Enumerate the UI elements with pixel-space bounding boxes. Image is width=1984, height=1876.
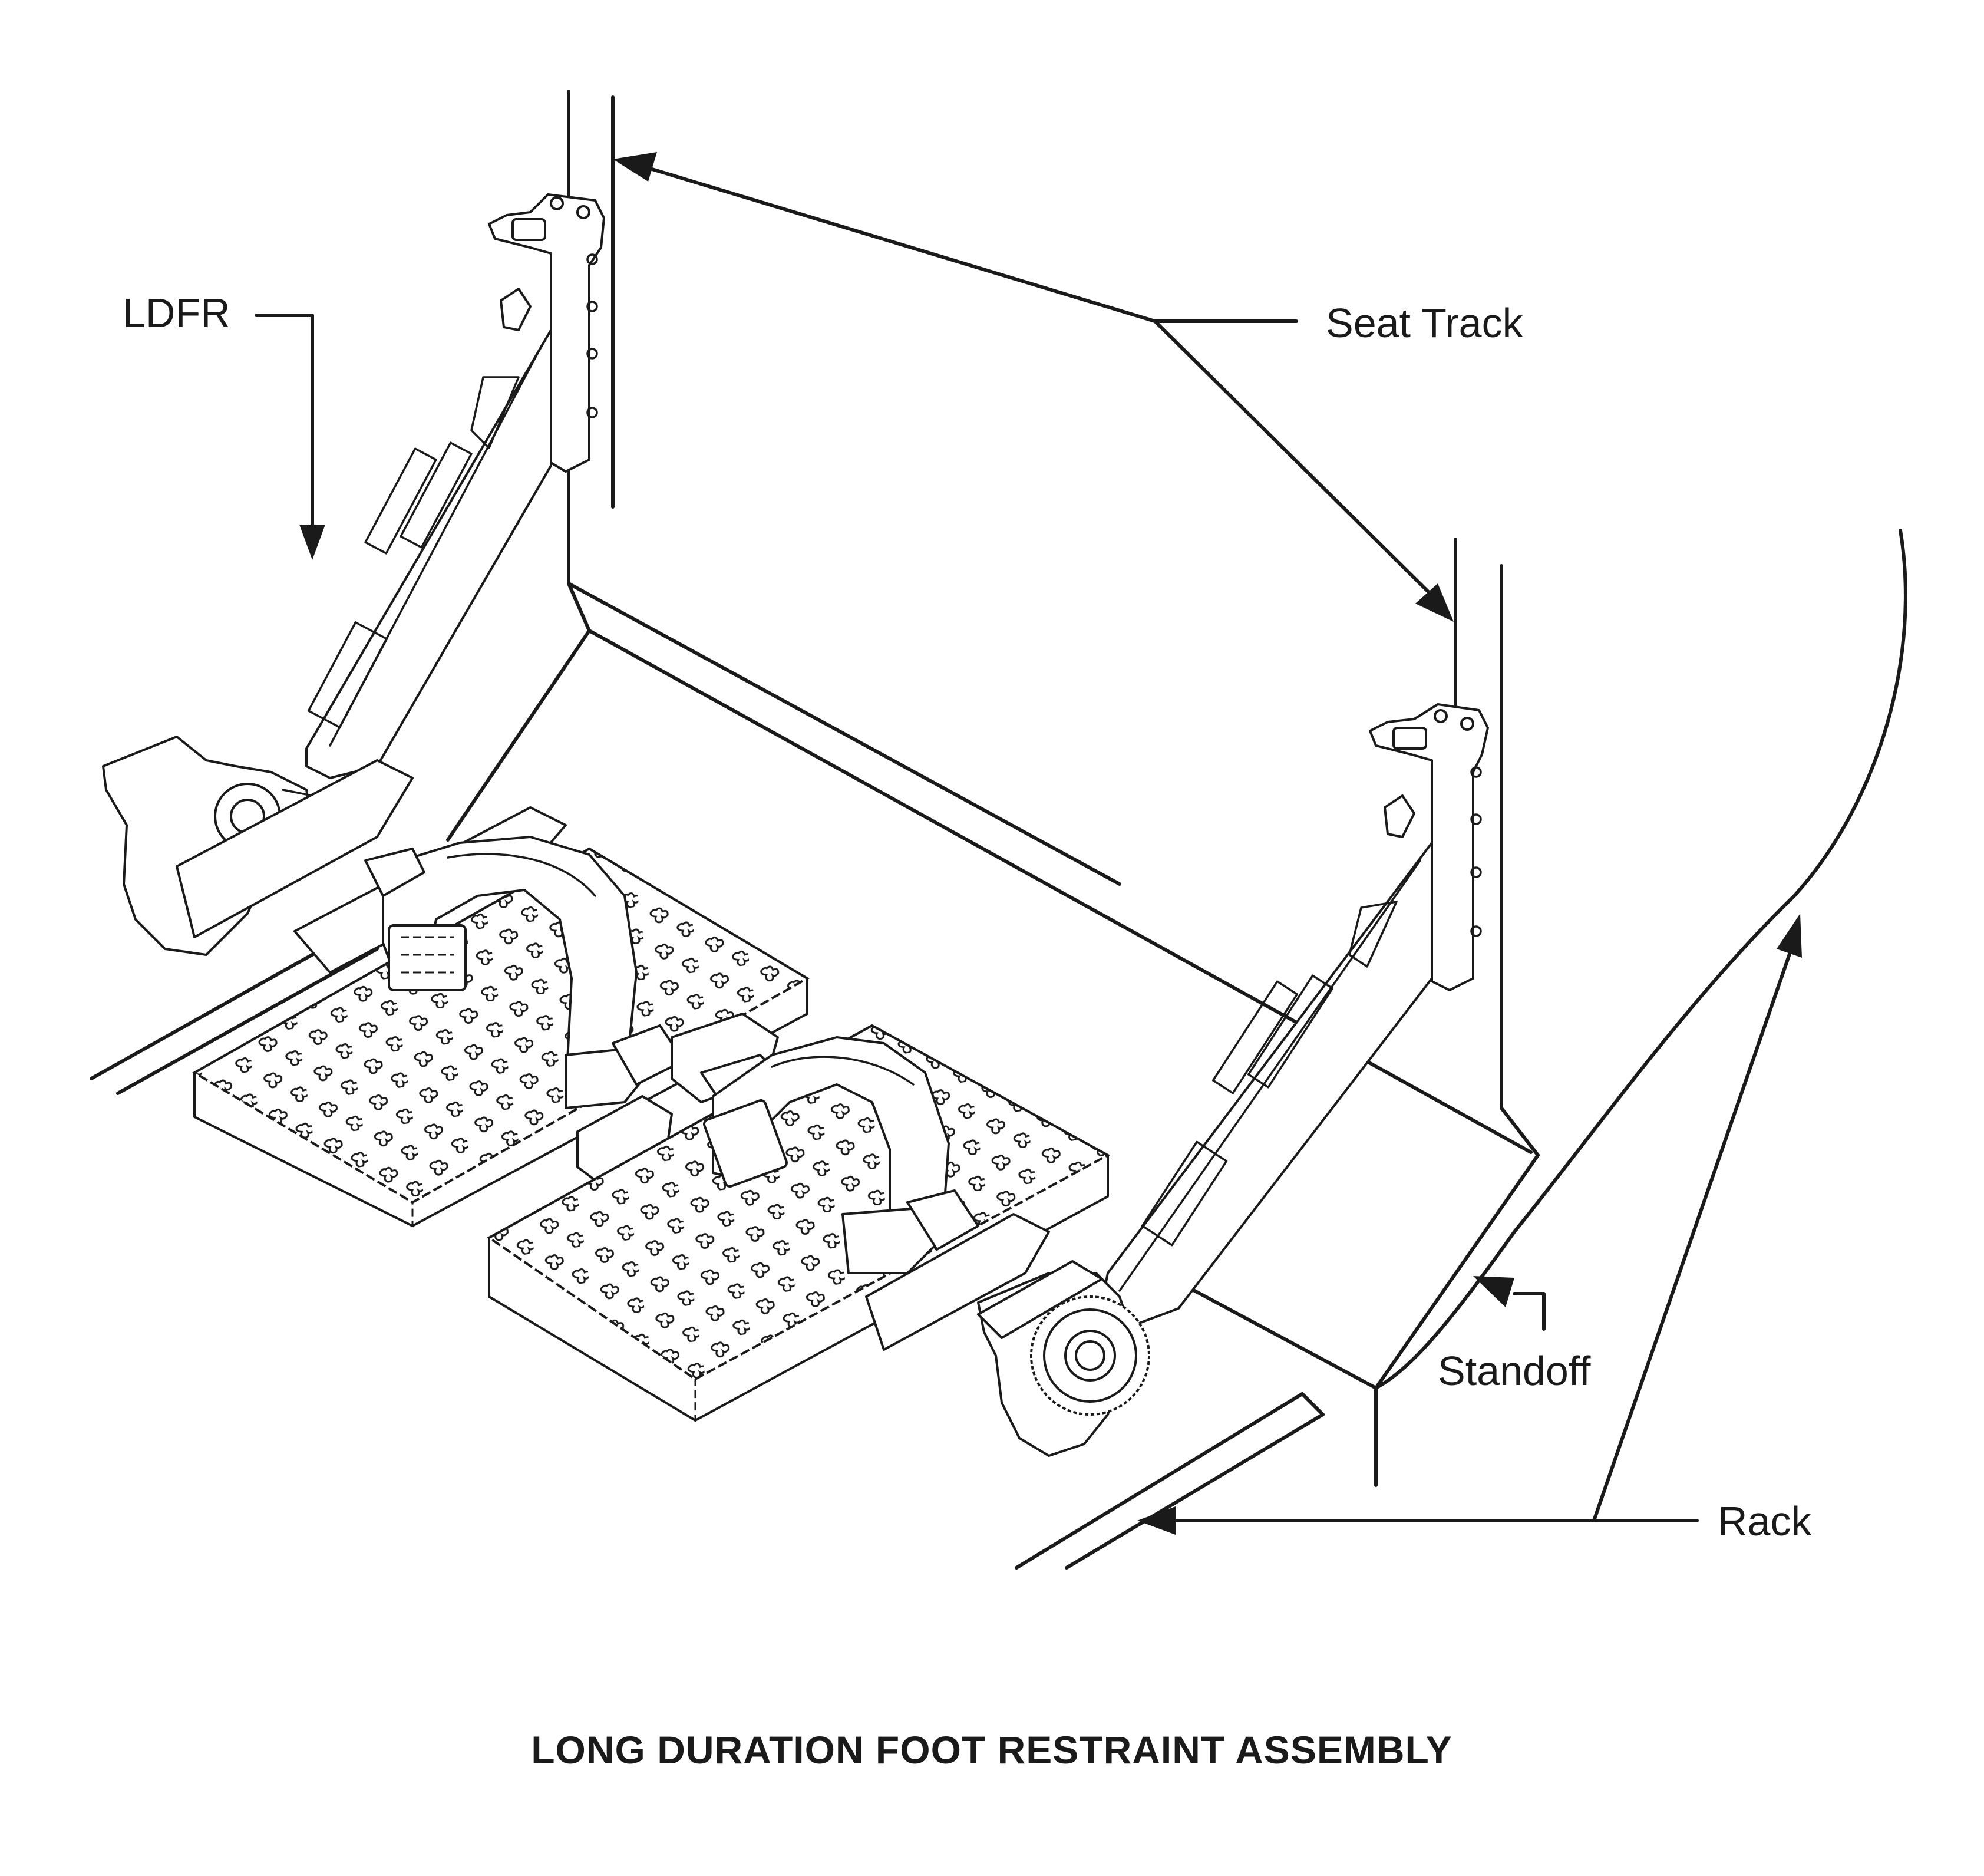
label-rack: Rack (1718, 1498, 1812, 1544)
label-standoff: Standoff (1438, 1348, 1591, 1394)
foot-plate-left (192, 847, 810, 1228)
callout-labels: LDFR Seat Track Standoff Rack (123, 290, 1812, 1544)
ldfr-right-arm (865, 703, 1489, 1457)
strap-left (364, 836, 685, 1109)
label-ldfr: LDFR (123, 290, 230, 336)
strap-right (703, 1036, 979, 1274)
label-seat-track: Seat Track (1326, 300, 1524, 346)
leader-lines (255, 152, 1802, 1535)
diagram-caption: LONG DURATION FOOT RESTRAINT ASSEMBLY (531, 1728, 1452, 1772)
